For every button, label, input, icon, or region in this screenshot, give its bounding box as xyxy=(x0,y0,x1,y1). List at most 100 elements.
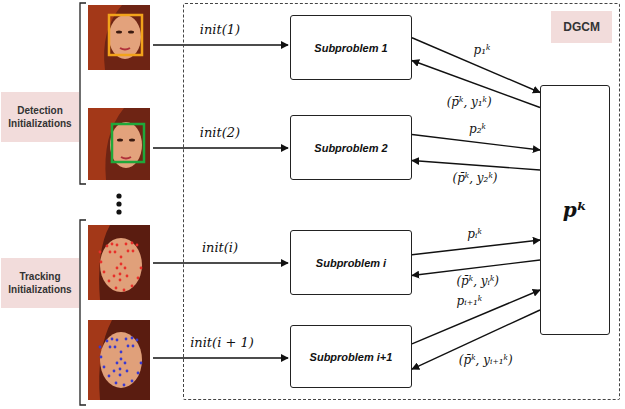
landmark-dot xyxy=(116,339,119,342)
node-text: Subproblem i+1 xyxy=(310,351,393,363)
landmark-dot xyxy=(126,370,129,373)
init-label: init(1) xyxy=(198,22,242,39)
landmark-dot xyxy=(116,267,119,270)
landmark-dot xyxy=(137,372,140,375)
face-eye xyxy=(129,139,135,142)
landmark-dot xyxy=(119,273,122,276)
connector-arrow xyxy=(412,161,540,171)
face-photo xyxy=(88,320,150,400)
landmark-dot xyxy=(127,345,130,348)
edge-label: pᵢ₊₁ᵏ xyxy=(455,294,485,310)
face-photo xyxy=(88,5,150,70)
landmark-dot xyxy=(120,263,123,266)
landmark-dot xyxy=(120,256,123,259)
connector-arrow xyxy=(412,290,540,344)
subproblem-box: Subproblem 2 xyxy=(290,115,412,180)
landmark-dot xyxy=(114,251,117,254)
landmark-dot xyxy=(120,358,123,361)
face-skin xyxy=(109,15,141,59)
detection-box xyxy=(109,15,142,55)
init-arrow xyxy=(153,147,288,148)
ellipsis-dot xyxy=(116,209,121,214)
edge-label: (p̄ᵏ, y₂ᵏ) xyxy=(450,171,499,187)
node-text: Tracking Initializations xyxy=(4,270,76,296)
landmark-dot xyxy=(111,243,114,246)
face-eye xyxy=(128,31,134,34)
bracket xyxy=(80,3,86,184)
landmark-dot xyxy=(123,289,126,292)
connector-arrow xyxy=(412,310,540,369)
face-skin xyxy=(100,238,142,292)
face-photo xyxy=(88,225,150,300)
landmark-dot xyxy=(106,245,109,248)
landmark-dot xyxy=(136,244,139,247)
landmark-dot xyxy=(116,362,119,365)
landmark-dot xyxy=(108,375,111,378)
face-photo xyxy=(88,108,150,180)
landmark-dot xyxy=(131,337,134,340)
landmark-dot xyxy=(132,345,135,348)
landmark-dot xyxy=(119,279,122,282)
face-eye xyxy=(117,139,123,142)
connector-arrow xyxy=(412,260,540,276)
landmark-dot xyxy=(131,380,134,383)
consensus-box: pᵏ xyxy=(540,85,610,335)
bracket xyxy=(80,220,86,405)
landmark-dot xyxy=(106,340,109,343)
landmark-dot xyxy=(119,368,122,371)
landmark-dot xyxy=(99,251,102,254)
init-label: init(2) xyxy=(198,125,242,142)
init-label: init(i + 1) xyxy=(188,335,256,352)
landmark-dot xyxy=(103,271,106,274)
landmark-dot xyxy=(100,261,103,264)
landmark-dot xyxy=(114,346,117,349)
landmark-dot xyxy=(125,338,128,341)
edge-label: p₁ᵏ xyxy=(472,43,493,59)
edge-label: p₂ᵏ xyxy=(467,122,488,138)
landmark-dot xyxy=(113,370,116,373)
landmark-dot xyxy=(109,251,112,254)
connector-layer xyxy=(412,38,540,369)
landmark-dot xyxy=(123,384,126,387)
node-text: DGCM xyxy=(551,11,612,43)
subproblem-box: Subproblem i+1 xyxy=(290,325,412,388)
landmark-dot xyxy=(113,275,116,278)
landmark-dot xyxy=(136,339,139,342)
init-arrow xyxy=(153,357,288,358)
subproblem-box: Subproblem i xyxy=(290,230,412,295)
node-text: Subproblem 1 xyxy=(314,42,387,54)
landmark-dot xyxy=(120,351,123,354)
landmark-dot xyxy=(131,285,134,288)
landmark-dot xyxy=(124,267,127,270)
subproblem-box: Subproblem 1 xyxy=(290,15,412,80)
landmark-dot xyxy=(126,275,129,278)
landmark-dot xyxy=(116,244,119,247)
landmark-dot xyxy=(111,338,114,341)
landmark-dot xyxy=(115,382,118,385)
landmark-dots xyxy=(99,337,143,387)
init-label: init(i) xyxy=(200,240,240,257)
landmark-dot xyxy=(115,287,118,290)
ellipsis-dot xyxy=(116,193,121,198)
landmark-dot xyxy=(119,374,122,377)
node-text: Subproblem 2 xyxy=(314,142,387,154)
landmark-dot xyxy=(140,362,143,365)
initialization-tag: Tracking Initializations xyxy=(1,258,79,308)
edge-label: (p̄ᵏ, y₁ᵏ) xyxy=(445,95,494,111)
face-mouth xyxy=(120,48,130,50)
face-skin xyxy=(100,332,142,388)
landmark-dot xyxy=(124,362,127,365)
landmark-dot xyxy=(103,366,106,369)
node-text: pᵏ xyxy=(563,198,587,222)
landmark-dots xyxy=(99,242,143,292)
edge-label: (p̄ᵏ, yᵢ₊₁ᵏ) xyxy=(457,353,515,369)
ellipsis-dot xyxy=(116,201,121,206)
init-arrow xyxy=(153,44,288,45)
face-mouth xyxy=(121,157,131,159)
landmark-dot xyxy=(132,250,135,253)
landmark-dot xyxy=(137,277,140,280)
landmark-dot xyxy=(99,346,102,349)
landmark-dot xyxy=(127,250,130,253)
detection-box xyxy=(112,124,144,162)
